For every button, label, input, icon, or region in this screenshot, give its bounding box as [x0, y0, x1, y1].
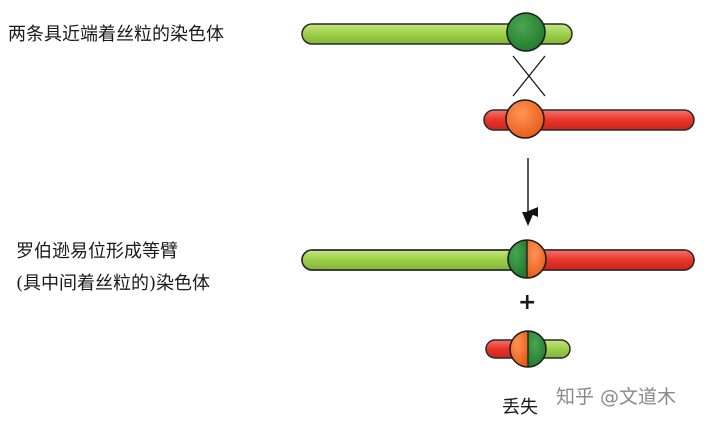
arrow-head: [522, 212, 534, 226]
label-translocation-line2: (具中间着丝粒的)染色体: [16, 273, 211, 294]
lost-centromere: [509, 330, 547, 368]
label-lost: 丢失: [502, 397, 538, 418]
fused-centromere: [507, 239, 547, 279]
label-two-acrocentric: 两条具近端着丝粒的染色体: [8, 24, 224, 45]
lost-chromosome: [485, 330, 571, 368]
orange-centromere: [505, 99, 545, 139]
watermark: 知乎 @文道木: [556, 386, 677, 408]
plus-sign: +: [518, 290, 537, 315]
green-chromosome: [301, 12, 573, 52]
label-translocation-line1: 罗伯逊易位形成等臂: [16, 241, 178, 262]
green-centromere: [506, 12, 546, 52]
translocation-chromosome: [301, 239, 695, 279]
cross-symbol: [512, 55, 546, 97]
red-chromosome: [483, 99, 695, 139]
